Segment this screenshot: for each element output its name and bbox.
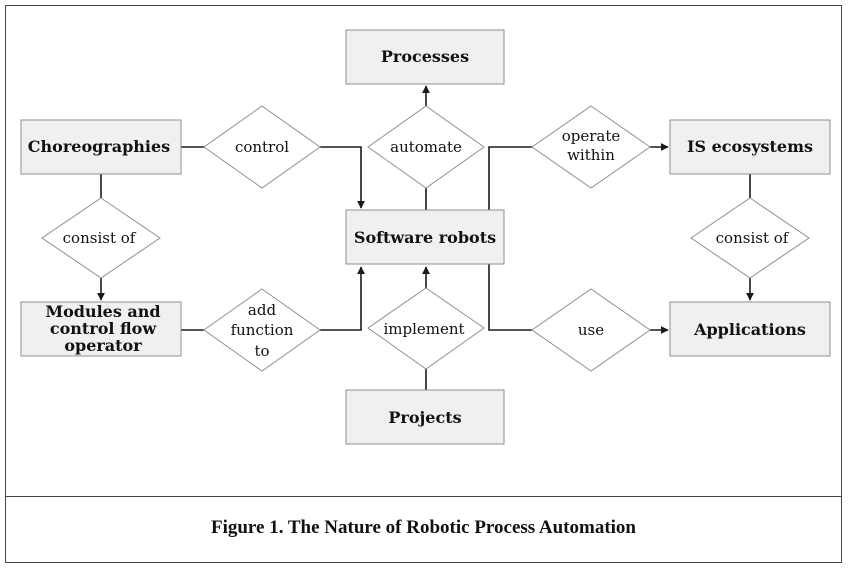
- edge-software-robots-use: [488, 264, 532, 331]
- relationship-add-function-to-label-line-1: add: [248, 301, 277, 319]
- entity-choreographies-label: Choreographies: [28, 137, 170, 156]
- relationship-use: use: [531, 288, 651, 372]
- relationship-control-label: control: [235, 138, 289, 156]
- edge-software-robots-operate-within: [488, 146, 532, 210]
- entity-applications: Applications: [669, 301, 831, 357]
- relationship-automate: automate: [367, 105, 485, 189]
- relationship-operate-within-label-line-2: within: [567, 146, 615, 164]
- relationship-implement: implement: [367, 287, 485, 370]
- relationship-implement-label: implement: [383, 320, 464, 338]
- relationship-add-function-to-label-line-3: to: [254, 342, 269, 360]
- relationship-control: control: [203, 105, 321, 189]
- caption-divider: [5, 496, 842, 497]
- entity-is-ecosystems: IS ecosystems: [669, 119, 831, 175]
- relationship-consist-of-left-label: consist of: [63, 229, 137, 247]
- relationship-add-function-to-label-line-2: function: [231, 321, 294, 339]
- figure-frame: [5, 5, 842, 563]
- entity-modules-label-line-3: operator: [64, 336, 142, 355]
- edge-control-software-robots: [320, 146, 365, 209]
- entity-modules-label-line-2: control flow: [50, 319, 157, 338]
- relationship-operate-within-label-line-1: operate: [562, 127, 621, 145]
- entity-modules: Modules and control flow operator: [20, 301, 182, 357]
- entity-applications-label: Applications: [693, 320, 806, 339]
- entity-projects-label: Projects: [388, 408, 461, 427]
- relationship-consist-of-right-label: consist of: [716, 229, 790, 247]
- entity-processes: Processes: [345, 29, 505, 85]
- relationship-automate-label: automate: [390, 138, 462, 156]
- entity-software-robots-label: Software robots: [354, 228, 496, 247]
- figure-caption: Figure 1. The Nature of Robotic Process …: [210, 517, 636, 538]
- entity-is-ecosystems-label: IS ecosystems: [687, 137, 813, 156]
- entity-software-robots: Software robots: [345, 209, 505, 265]
- entity-modules-label-line-1: Modules and: [45, 302, 160, 321]
- relationship-consist-of-right: consist of: [690, 197, 810, 279]
- entity-projects: Projects: [345, 389, 505, 445]
- relationship-operate-within: operate within: [531, 105, 651, 189]
- relationship-use-label: use: [578, 321, 604, 339]
- edges: [97, 85, 754, 390]
- entity-choreographies: Choreographies: [20, 119, 182, 175]
- edge-add-function-software-robots: [320, 266, 365, 331]
- entity-processes-label: Processes: [381, 47, 469, 66]
- relationship-add-function-to: add function to: [203, 288, 321, 372]
- relationship-consist-of-left: consist of: [41, 197, 161, 279]
